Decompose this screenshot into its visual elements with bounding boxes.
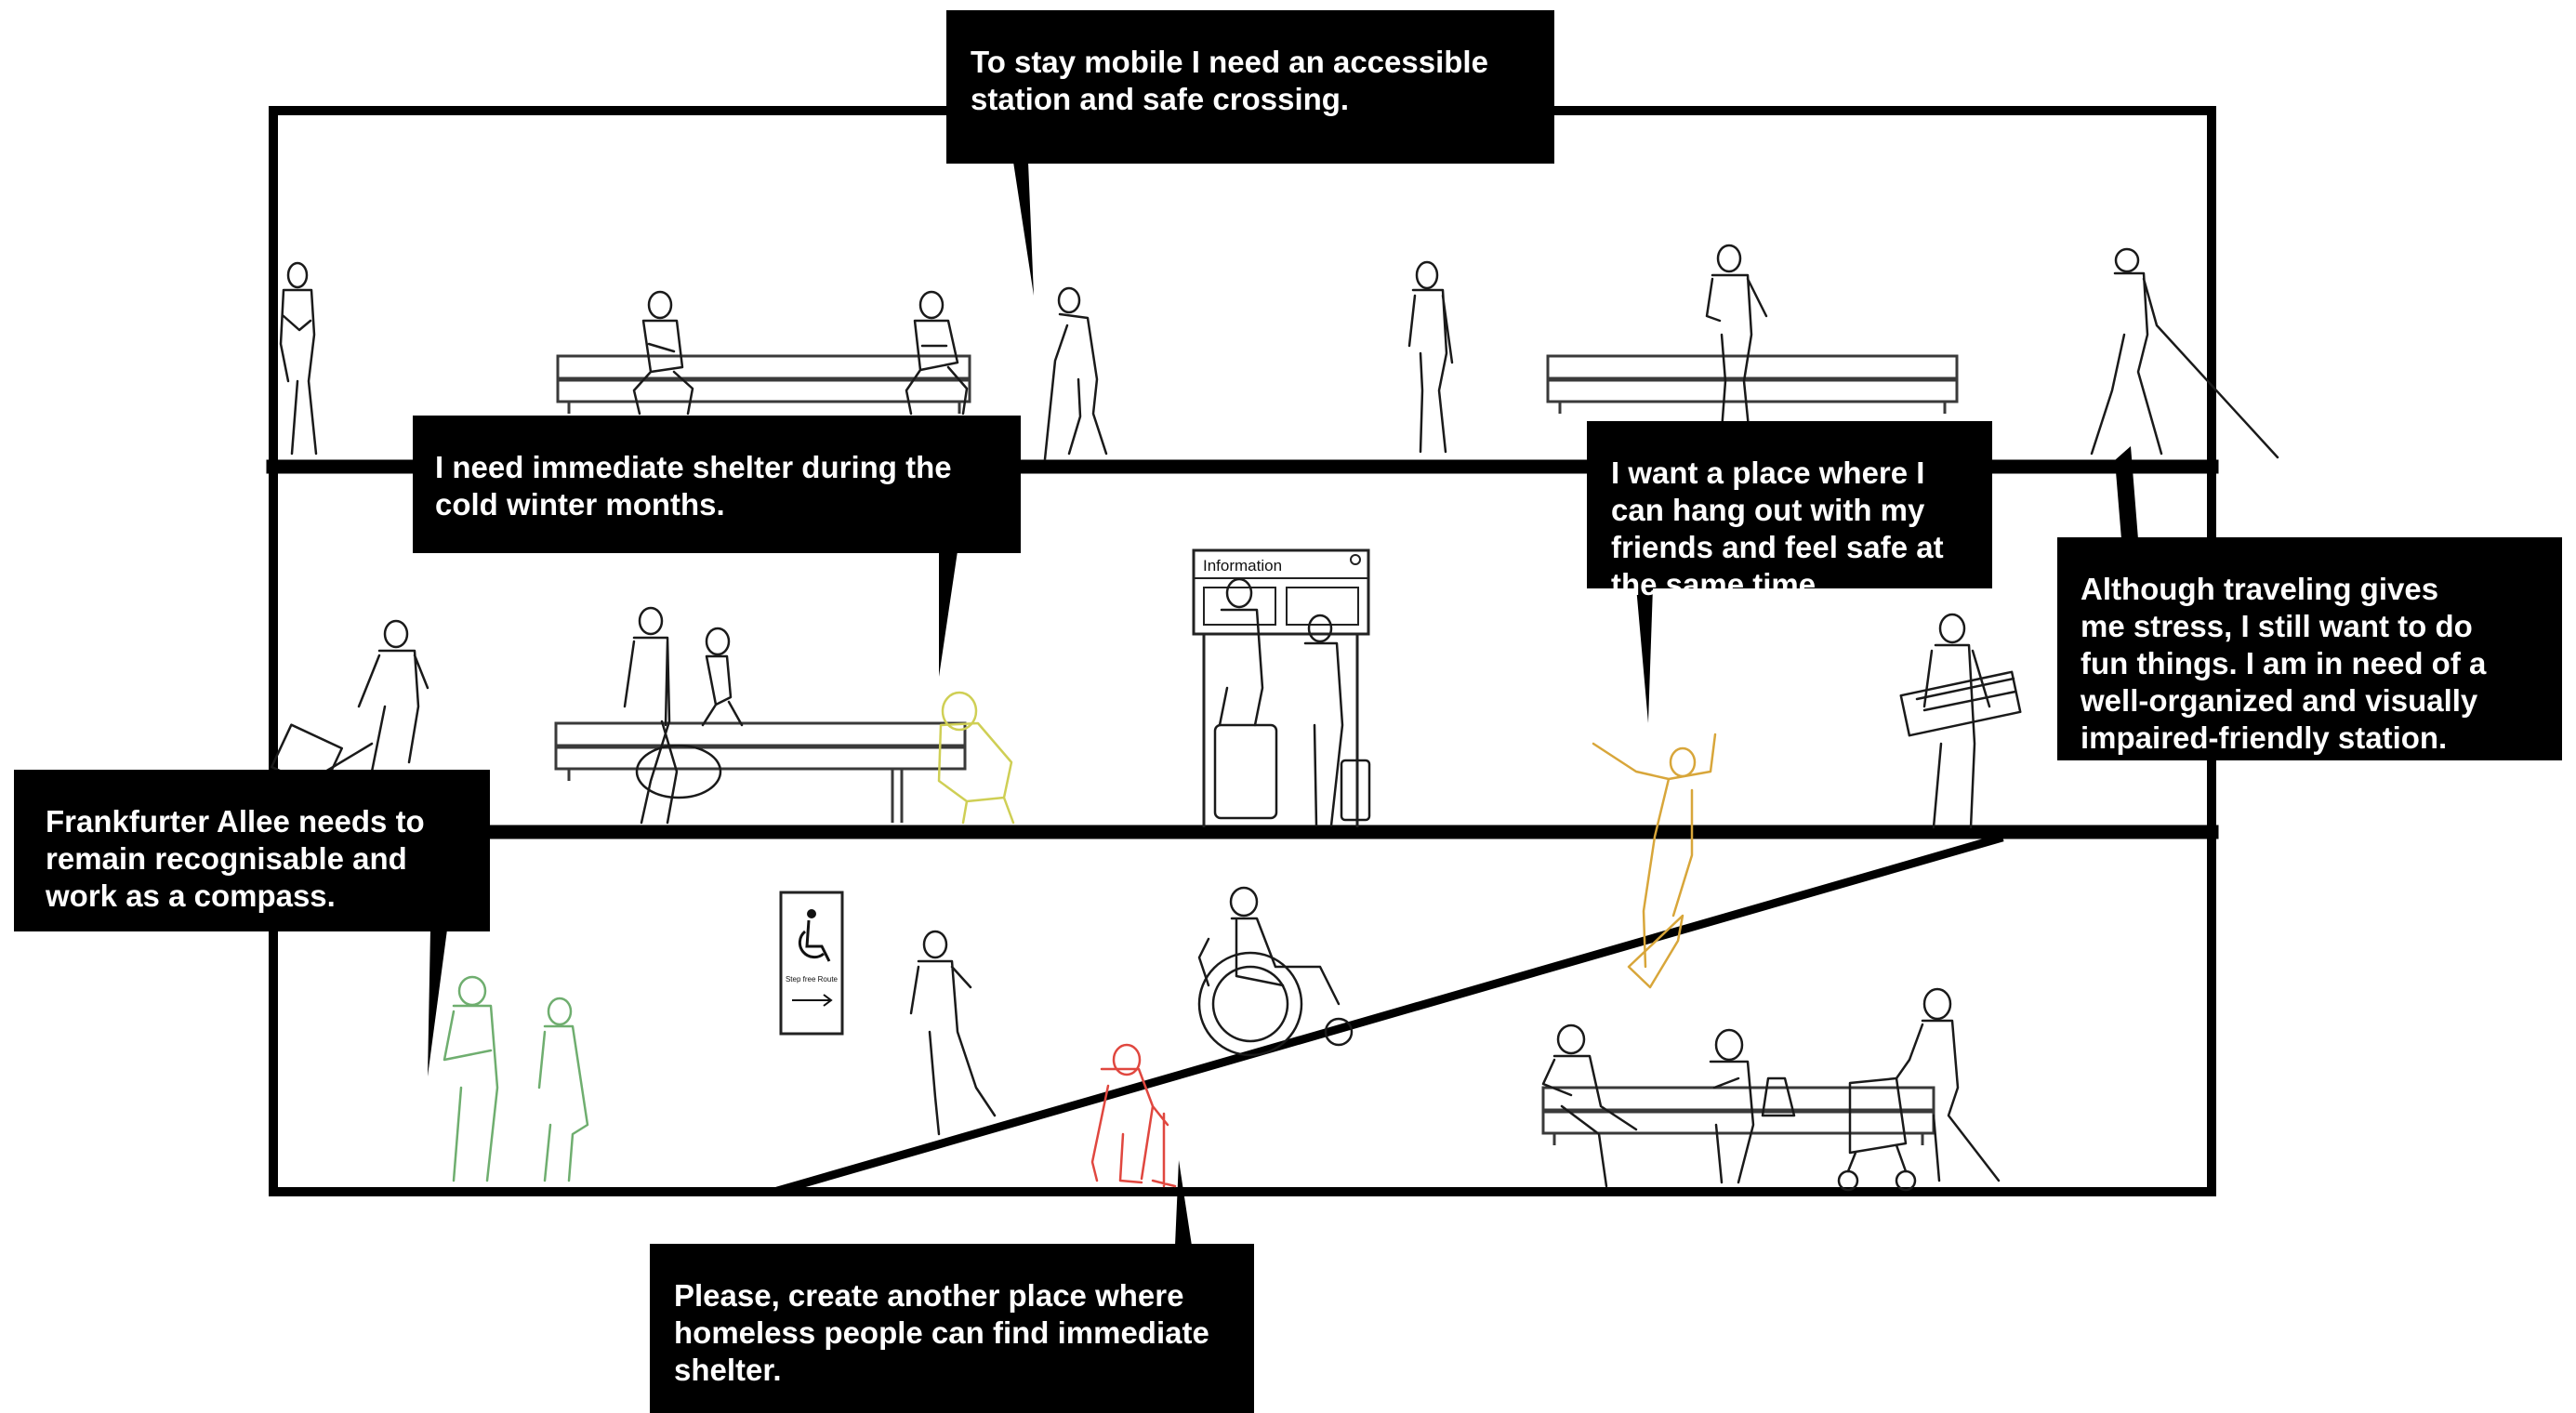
quote-recognisable-compass: Frankfurter Allee needs to remain recogn… (14, 770, 490, 931)
man-standing-profile (1407, 260, 1454, 454)
step-free-route-sign: Step free Route (779, 891, 844, 1036)
quote-winter-shelter: I need immediate shelter during the cold… (413, 416, 1021, 553)
figures-middle-floor (270, 577, 2022, 989)
quote-hang-out-safe: I want a place where I can hang out with… (1587, 421, 1992, 601)
man-backpack-phone (1705, 244, 1768, 457)
bench-bottom (1541, 1086, 1935, 1145)
elderly-man-cane (1043, 286, 1108, 461)
homeless-person-crouching (937, 691, 1015, 825)
person-in-wheelchair (1197, 886, 1354, 1057)
quote-homeless-shelter-text: Please, create another place where homel… (674, 1278, 1209, 1387)
quote-accessible-station: To stay mobile I need an accessible stat… (946, 10, 1554, 164)
musician-keyboard (1899, 613, 2022, 829)
travellers-at-information (1213, 577, 1371, 827)
wheelchair-icon (798, 909, 831, 962)
quote-recognisable-compass-text: Frankfurter Allee needs to remain recogn… (46, 804, 425, 913)
woman-standing-phone (279, 261, 318, 456)
quote-winter-shelter-text: I need immediate shelter during the cold… (435, 450, 952, 522)
quote-homeless-shelter: Please, create another place where homel… (650, 1244, 1254, 1413)
pointer-shelter (939, 551, 958, 677)
pointer-mobile (1013, 162, 1034, 296)
bench-top-left (556, 354, 971, 414)
skateboarder (1592, 733, 1717, 989)
information-board: Information (1192, 548, 1370, 827)
woman-rolling-suitcase (270, 619, 429, 801)
pointer-compass (428, 930, 447, 1076)
information-label: Information (1203, 557, 1282, 574)
quote-accessible-station-text: To stay mobile I need an accessible stat… (971, 45, 1488, 116)
blind-man-white-cane (2090, 247, 2279, 459)
man-sitting-bench-2 (905, 290, 969, 416)
bench-top-right (1546, 354, 1959, 414)
parent-with-stroller (1837, 987, 2001, 1192)
pointer-hangout (1636, 587, 1653, 723)
bubble-pointers (428, 162, 2138, 1246)
bench-middle (554, 721, 967, 823)
man-walking-down-ramp (909, 930, 997, 1136)
pointer-homeless (1175, 1160, 1192, 1246)
quote-visually-impaired: Although traveling gives me stress, I st… (2057, 537, 2562, 760)
man-sitting-bench-1 (632, 290, 694, 416)
men-talking-green (443, 975, 589, 1182)
benches (554, 354, 1959, 1145)
figures-top-floor (279, 244, 2279, 461)
arrow-right-icon (792, 994, 833, 1007)
ramp (775, 833, 2004, 1195)
person-sweeping-red (1090, 1043, 1177, 1188)
people-sitting-lower-bench (1541, 1023, 1796, 1188)
figures-lower-floor (443, 886, 2001, 1192)
step-free-label: Step free Route (786, 975, 839, 984)
pointer-travel (2115, 446, 2138, 539)
man-walking-bag (623, 606, 722, 825)
child-sitting-bench (701, 627, 744, 727)
quote-visually-impaired-text: Although traveling gives me stress, I st… (2081, 572, 2487, 755)
quote-hang-out-safe-text: I want a place where I can hang out with… (1611, 456, 1944, 601)
